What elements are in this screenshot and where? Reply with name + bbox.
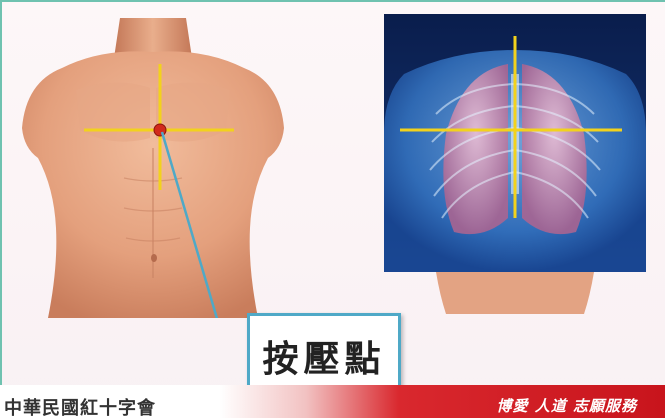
slide-border-top xyxy=(0,0,665,2)
press-point-marker xyxy=(154,124,166,136)
press-point-label: 按壓點 xyxy=(262,330,385,382)
organization-name: 中華民國紅十字會 xyxy=(4,394,156,420)
torso-illustration xyxy=(22,18,284,318)
chest-xray-illustration xyxy=(384,14,646,314)
organization-motto: 博愛 人道 志願服務 xyxy=(497,395,637,416)
slide-border-left xyxy=(0,0,2,418)
